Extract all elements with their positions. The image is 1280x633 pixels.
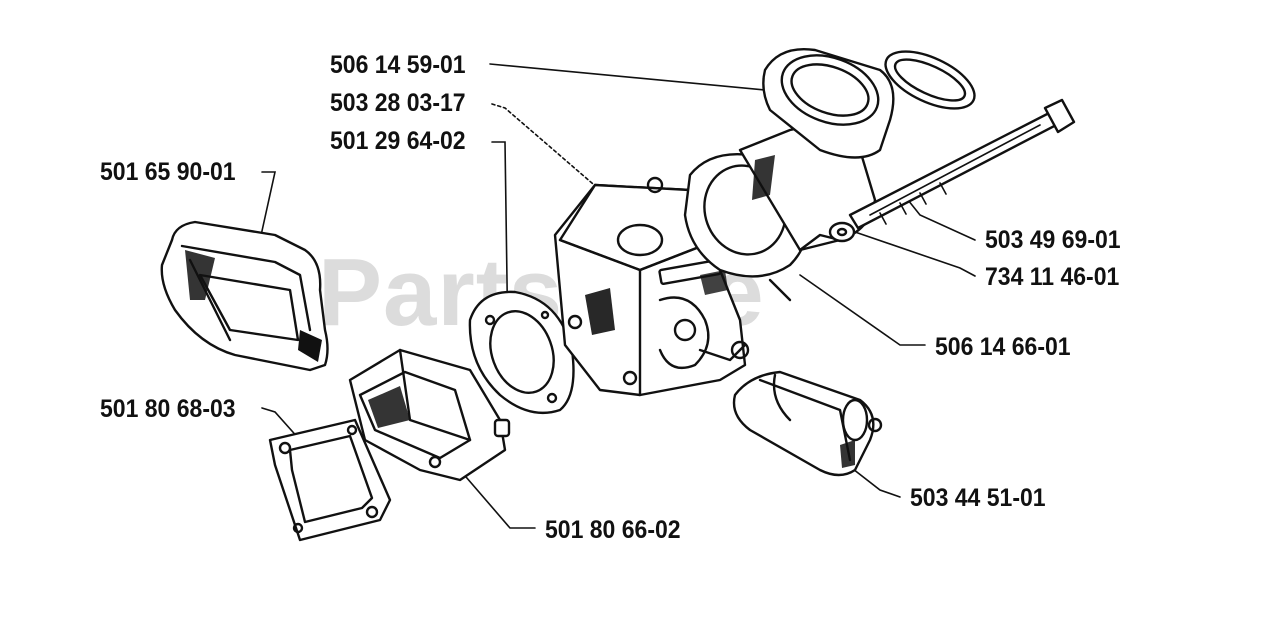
leader-line-501-65-90-01 (259, 171, 276, 241)
leader-line-506-14-59-01 (489, 63, 766, 91)
intake-gasket-ring-part (884, 50, 976, 110)
bolt-part (848, 98, 1076, 230)
part-number-label: 506 14 66-01 (935, 333, 1071, 361)
leader-line-501-80-68-03 (261, 407, 301, 441)
part-number-label: 501 29 64-02 (330, 127, 466, 155)
leader-line-734-11-46-01 (854, 231, 976, 277)
part-number-label: 506 14 59-01 (330, 51, 466, 79)
part-number-label: 501 80 68-03 (100, 395, 236, 423)
intake-manifold-part (683, 48, 895, 302)
filter-housing-part (348, 348, 511, 482)
part-number-label: 503 44 51-01 (910, 484, 1046, 512)
part-number-label: 501 80 66-02 (545, 516, 681, 544)
leader-line-501-80-66-02 (459, 469, 536, 529)
carburetor-gasket-part (468, 290, 575, 414)
leader-line-501-29-64-02 (491, 141, 509, 351)
filter-gasket-part (268, 418, 392, 542)
leader-line-506-14-66-01 (799, 274, 926, 346)
fuel-pump-part (732, 370, 883, 477)
part-number-label: 734 11 46-01 (985, 263, 1120, 291)
air-filter-cover-part (160, 220, 329, 372)
part-number-label: 503 49 69-01 (985, 226, 1121, 254)
washer-part (828, 221, 856, 243)
leader-line-503-28-03-17 (491, 103, 601, 191)
part-number-label: 501 65 90-01 (100, 158, 236, 186)
part-number-label: 503 28 03-17 (330, 89, 466, 117)
